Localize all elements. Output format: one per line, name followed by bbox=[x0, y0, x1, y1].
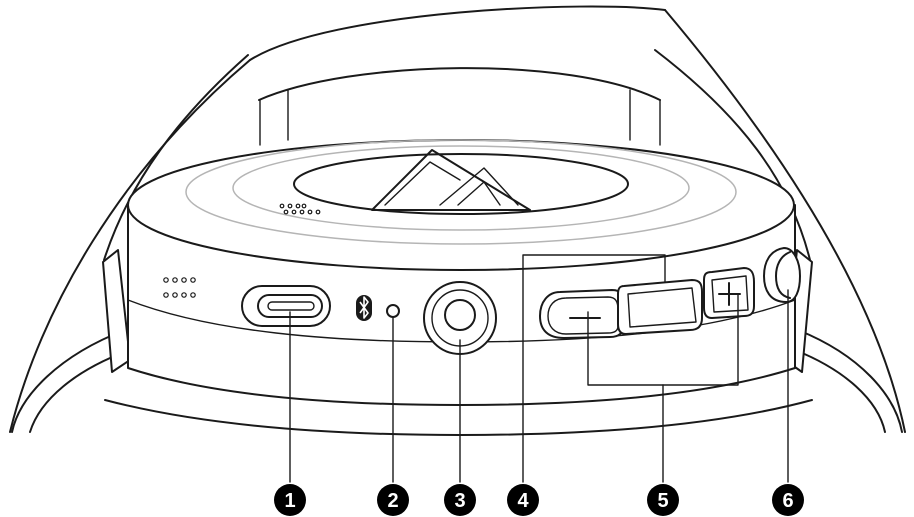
volume-up-button bbox=[703, 267, 755, 319]
mic-holes-top bbox=[279, 203, 321, 215]
usb-c-port bbox=[241, 285, 331, 327]
svg-text:6: 6 bbox=[782, 490, 793, 512]
svg-text:1: 1 bbox=[284, 490, 295, 512]
volume-down-button bbox=[539, 289, 625, 339]
status-led bbox=[386, 304, 400, 318]
multi-function-button bbox=[617, 279, 703, 335]
headband bbox=[9, 5, 906, 433]
brand-logo-icon bbox=[371, 149, 531, 211]
svg-text:5: 5 bbox=[657, 490, 668, 512]
callout-5: 5 bbox=[647, 484, 679, 516]
audio-jack bbox=[423, 281, 497, 355]
callout-markers: 1 2 3 4 5 6 bbox=[274, 484, 804, 516]
svg-text:3: 3 bbox=[454, 490, 465, 512]
callout-3: 3 bbox=[444, 484, 476, 516]
callout-1: 1 bbox=[274, 484, 306, 516]
svg-text:2: 2 bbox=[387, 490, 398, 512]
mic-holes-side bbox=[163, 277, 196, 298]
svg-text:4: 4 bbox=[517, 490, 529, 512]
earcup-housing bbox=[127, 139, 796, 406]
callout-4: 4 bbox=[507, 484, 539, 516]
callout-2: 2 bbox=[377, 484, 409, 516]
callout-6: 6 bbox=[772, 484, 804, 516]
bluetooth-icon bbox=[356, 295, 372, 321]
power-switch bbox=[763, 247, 801, 303]
leader-lines bbox=[289, 254, 789, 483]
